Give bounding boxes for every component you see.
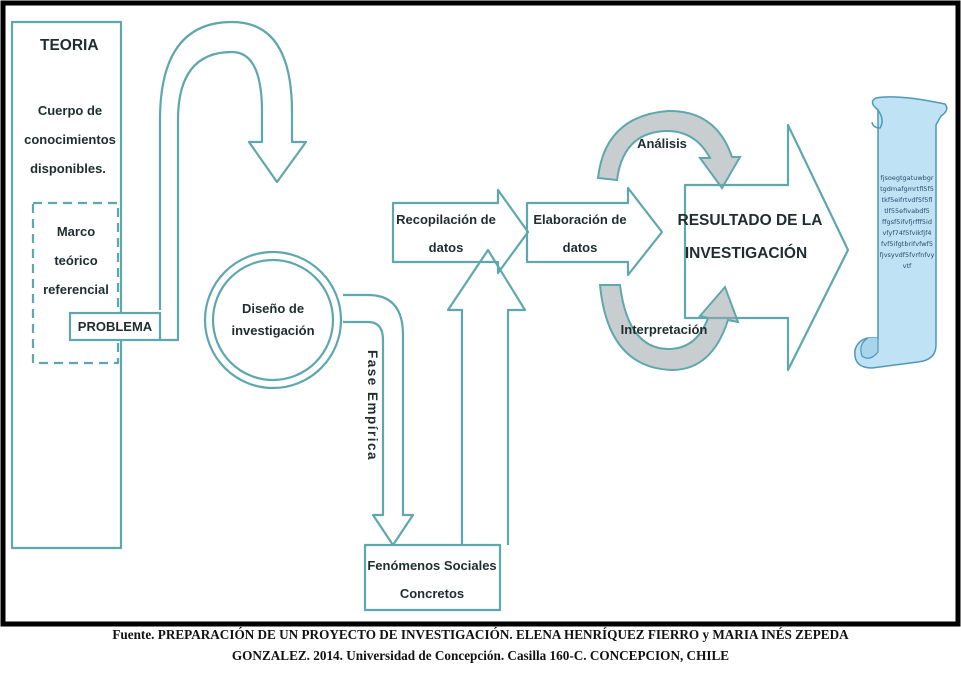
elaboracion-line-2: datos (563, 240, 598, 255)
fase-empirica-label: Fase Empírica (365, 350, 380, 461)
problema-loop-arrow (158, 20, 308, 342)
scroll-line-3: tkf5eifrtvdf5f5fl (882, 196, 933, 204)
outer-frame (0, 0, 961, 627)
cuerpo-line-2: conocimientos (24, 132, 116, 147)
document-scroll-icon: fjsoegtgatuwbgr tgdmafgmrtfl5f5 tkf5eifr… (854, 96, 948, 369)
elaboracion-arrow (525, 186, 664, 277)
scroll-line-1: fjsoegtgatuwbgr (880, 174, 933, 182)
elaboracion-line-1: Elaboración de (533, 212, 626, 227)
cuerpo-line-3: disponibles. (30, 161, 106, 176)
resultado-line-2: INVESTIGACIÓN (685, 244, 807, 262)
recopilacion-arrow (391, 188, 530, 275)
problema-box (68, 311, 162, 342)
fenomenos-line-2: Concretos (400, 586, 464, 601)
source-caption: Fuente. PREPARACIÓN DE UN PROYECTO DE IN… (0, 624, 961, 671)
cuerpo-line-1: Cuerpo de (38, 103, 102, 118)
marco-line-2: teórico (54, 253, 97, 268)
resultado-line-1: RESULTADO DE LA (678, 212, 823, 229)
scroll-line-9: vtf (903, 262, 912, 270)
recopilacion-line-2: datos (429, 240, 464, 255)
marco-line-3: referencial (43, 282, 109, 297)
scroll-line-7: fvf5ifgtbrifvfwf5 (881, 240, 933, 248)
resultado-arrow (683, 123, 850, 372)
fenomenos-box (363, 543, 502, 612)
diseno-line-1: Diseño de (242, 301, 304, 316)
scroll-line-5: ffgsf5ifvfjrfff5id (882, 218, 932, 226)
diseno-outer-circle (203, 250, 343, 390)
fenomenos-up-arrow (446, 248, 527, 545)
scroll-line-8: fjvsyvdf5fvrfnfvy (880, 251, 935, 259)
caption-line-1: Fuente. PREPARACIÓN DE UN PROYECTO DE IN… (112, 627, 849, 642)
problema-label: PROBLEMA (78, 319, 153, 334)
caption-line-2: GONZALEZ. 2014. Universidad de Concepció… (231, 648, 730, 663)
scroll-line-2: tgdmafgmrtfl5f5 (880, 185, 934, 193)
recopilacion-line-1: Recopilación de (396, 212, 496, 227)
diseno-inner-circle (211, 258, 335, 382)
diseno-line-2: investigación (231, 323, 314, 338)
teoria-title: TEORIA (40, 37, 99, 54)
fase-empirica-arrow (343, 293, 415, 547)
fenomenos-line-1: Fenómenos Sociales (367, 558, 496, 573)
marco-line-1: Marco (57, 224, 95, 239)
marco-teorico-box (31, 201, 120, 365)
analisis-curved-arrow (596, 109, 742, 190)
analisis-label: Análisis (637, 136, 687, 151)
teoria-box (10, 20, 123, 550)
scroll-line-4: tlf55efivabdf5 (884, 207, 930, 215)
interpretacion-curved-arrow (598, 284, 740, 372)
scroll-line-6: vfyf74f5fvikfjf4 (882, 229, 931, 237)
interpretacion-label: Interpretación (621, 322, 708, 337)
